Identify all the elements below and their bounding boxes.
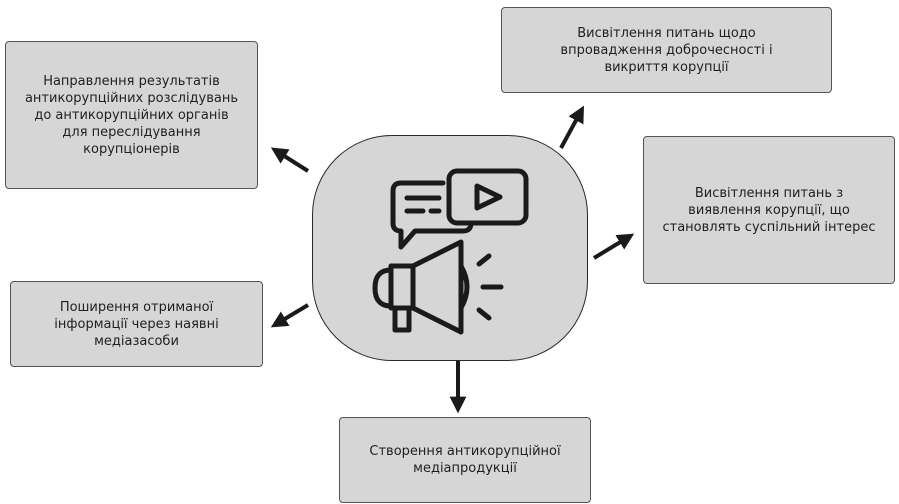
box-line: Створення антикорупційної	[369, 444, 561, 459]
outcome-box-public-interest: Висвітлення питань з виявлення корупції,…	[643, 136, 895, 284]
arrow-to-left-bottom-box	[270, 303, 310, 328]
box-line: Направлення результатів	[43, 73, 220, 89]
box-line: корупціонерів	[83, 141, 180, 157]
box-line: виявлення корупції, що	[688, 202, 850, 218]
megaphone-icon	[372, 239, 470, 335]
center-hub	[312, 135, 588, 361]
box-line: становлять суспільний інтерес	[662, 219, 876, 235]
arrow-to-top-box	[559, 105, 585, 149]
box-line: впровадження доброчесності і	[560, 42, 773, 58]
outcome-box-dissemination: Поширення отриманої інформації через ная…	[10, 281, 263, 367]
outcome-box-investigations: Направлення результатів антикорупційних …	[5, 41, 258, 189]
video-play-icon	[446, 168, 529, 226]
arrow-to-left-top-box	[270, 147, 310, 173]
box-line: медіапродукції	[413, 461, 517, 476]
box-line: викриття корупції	[604, 59, 729, 75]
box-line: медіазасоби	[94, 333, 179, 349]
arrow-to-right-box	[592, 233, 635, 260]
megaphone-with-chat-and-video-icon	[372, 168, 529, 335]
outcome-box-media-products: Створення антикорупційної медіапродукції	[339, 417, 591, 503]
box-line: Висвітлення питань щодо	[577, 25, 756, 41]
box-line: до антикорупційних органів	[34, 107, 229, 123]
box-line: Висвітлення питань з	[694, 185, 844, 201]
box-line: інформації через наявні	[54, 316, 219, 332]
box-line: для переслідування	[62, 124, 201, 140]
box-line: Поширення отриманої	[59, 299, 214, 315]
outcome-box-integrity: Висвітлення питань щодо впровадження доб…	[501, 7, 832, 93]
box-line: антикорупційних розслідувань	[24, 90, 239, 106]
sound-waves-icon	[476, 253, 504, 321]
